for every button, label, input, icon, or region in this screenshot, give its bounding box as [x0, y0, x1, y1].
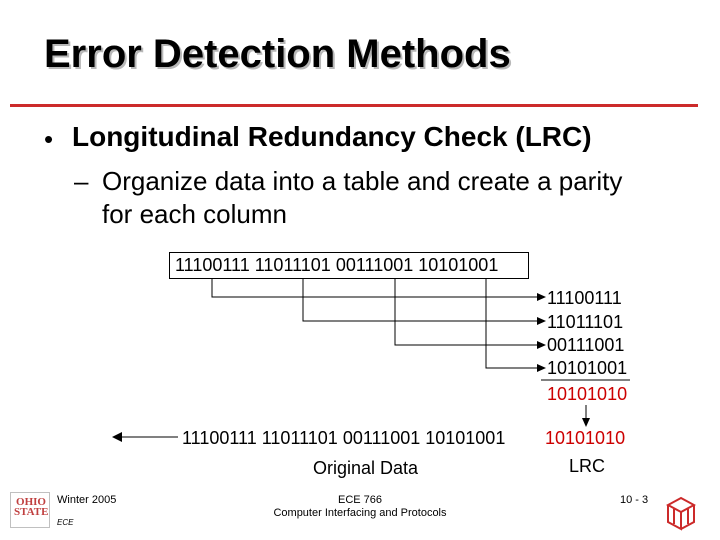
arrowhead-3 [537, 341, 546, 349]
data-row-box: 11100111 11011101 00111001 10101001 [169, 252, 529, 279]
footer-date: Winter 2005 [57, 494, 117, 506]
arrow-byte-1 [211, 279, 538, 298]
title-divider [10, 104, 698, 107]
stack-byte-4: 10101001 [547, 358, 628, 378]
logo-lettering: OHIO STATE [14, 496, 49, 518]
arrowhead-2 [537, 317, 546, 325]
cube-logo-icon [666, 496, 696, 531]
sub-bullet-line-1: Organize data into a table and create a … [102, 166, 623, 196]
result-data: 11100111 11011101 00111001 10101001 [182, 428, 506, 448]
result-lrc: 10101010 [545, 428, 626, 448]
footer-course-code: ECE 766 [337, 494, 383, 506]
university-logo [10, 492, 50, 528]
arrowhead-4 [537, 364, 546, 372]
arrow-byte-2 [302, 279, 538, 322]
down-arrowhead [582, 418, 590, 427]
logo-subtext: ECE [57, 518, 74, 527]
arrow-byte-3 [394, 279, 538, 346]
lrc-label: LRC [569, 456, 606, 476]
footer-course-name: Computer Interfacing and Protocols [273, 507, 447, 519]
stack-byte-1: 11100111 [547, 288, 622, 308]
left-arrowhead [112, 432, 122, 442]
footer-page-number: 10 - 3 [620, 494, 649, 506]
stack-byte-2: 11011101 [547, 312, 624, 332]
sub-bullet-dash: – [74, 166, 89, 196]
bullet-marker: • [44, 124, 54, 154]
slide-title: Error Detection Methods [44, 32, 511, 76]
original-data-label: Original Data [313, 458, 419, 478]
sub-bullet-line-2: for each column [102, 199, 287, 229]
main-bullet: Longitudinal Redundancy Check (LRC) [72, 121, 592, 152]
parity-byte: 10101010 [547, 384, 628, 404]
stack-byte-3: 00111001 [547, 335, 625, 355]
arrow-byte-4 [485, 279, 538, 369]
arrowhead-1 [537, 293, 546, 301]
